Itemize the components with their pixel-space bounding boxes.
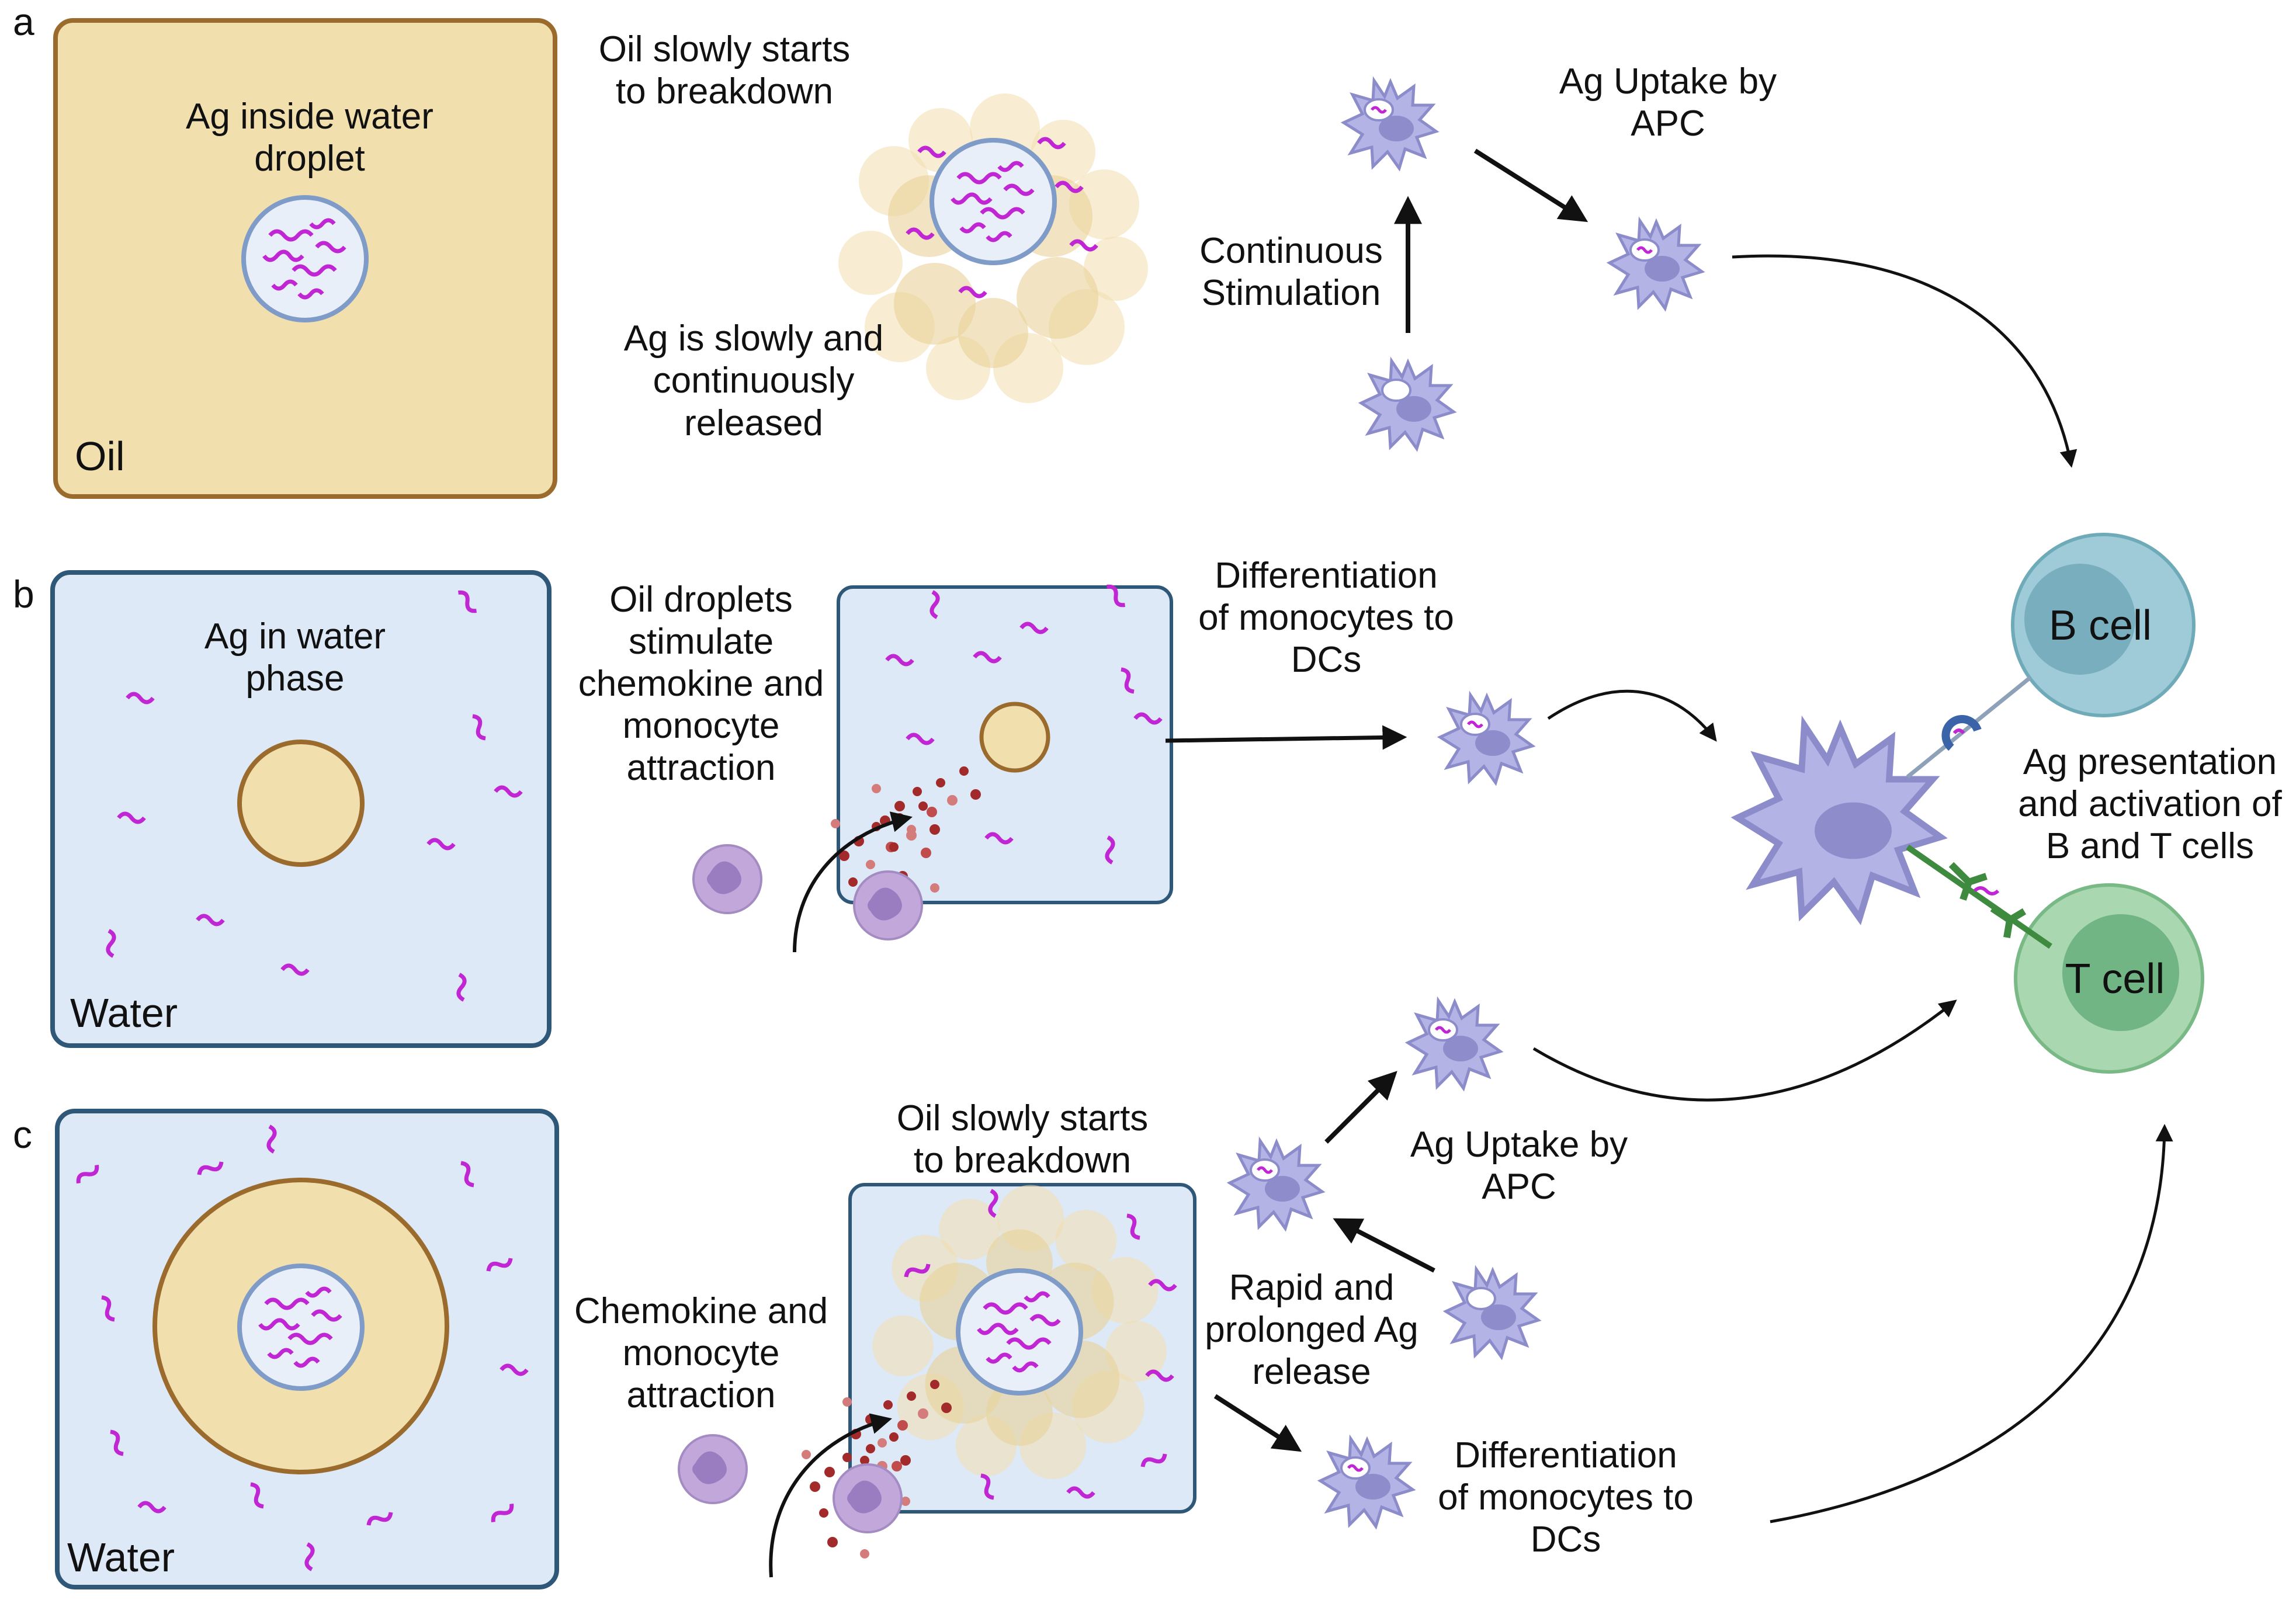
panel-b-attraction-label-5: attraction — [626, 748, 775, 788]
panel-c-diff-label-3: DCs — [1531, 1519, 1601, 1560]
panel-a-apc-bottom — [1361, 361, 1454, 449]
panel-b-diff-label-2: of monocytes to — [1198, 598, 1454, 638]
panel-b-attraction-label-1: Oil droplets — [609, 579, 793, 620]
bcr-stalk — [1906, 676, 2032, 779]
panel-b-diff-arrow — [1165, 725, 1407, 750]
panel-c-uptake-label-2: APC — [1482, 1167, 1556, 1207]
mhc-antigen — [1973, 886, 2000, 896]
panel-a-stim-label-1: Continuous — [1199, 231, 1383, 271]
panel-b-attraction-label-2: stimulate — [629, 622, 774, 662]
presentation-label-1: Ag presentation — [2023, 742, 2277, 782]
mhc-icon — [1948, 862, 1988, 901]
presentation-label-2: and activation of — [2018, 784, 2282, 824]
panel-b-water-label: Water — [70, 990, 178, 1036]
panel-a-uptake-label-2: APC — [1631, 103, 1705, 144]
panel-c-droplet-center — [958, 1271, 1081, 1393]
panel-c-apc-top — [1408, 1001, 1500, 1088]
panel-c-lower-curve-arrow — [1770, 1124, 2173, 1523]
panel-c-attraction-label-1: Chemokine and — [574, 1291, 828, 1331]
panel-b-diff-label-3: DCs — [1291, 640, 1362, 680]
panel-a-uptake-label-1: Ag Uptake by — [1559, 61, 1777, 102]
panel-a-release-label-2: continuously — [653, 360, 855, 401]
panel-a-release-label-1: Ag is slowly and — [624, 318, 884, 359]
panel-a-letter: a — [13, 0, 34, 43]
panel-c-diff-arrow — [1213, 1394, 1302, 1452]
panel-b-attraction-label-3: chemokine and — [578, 664, 824, 704]
panel-c-water-droplet — [240, 1266, 362, 1389]
panel-a-release-label-3: released — [684, 403, 823, 443]
bcr-antigen — [1952, 728, 1965, 735]
panel-c-diff-label-1: Differentiation — [1454, 1435, 1677, 1476]
panel-b-diff-label-1: Differentiation — [1215, 556, 1437, 596]
panel-a-droplet-label-2: droplet — [254, 138, 365, 179]
panel-b-monocyte — [692, 844, 762, 914]
presentation-label-3: B and T cells — [2046, 826, 2254, 866]
panel-a-oil-label: Oil — [75, 433, 125, 479]
panel-a-droplet-label-1: Ag inside water — [186, 96, 433, 137]
panel-b-curve-arrow — [1547, 689, 1717, 742]
panel-c-release-label-3: release — [1252, 1352, 1371, 1392]
panel-c-monocyte — [678, 1434, 748, 1504]
panel-b-apc — [1440, 695, 1532, 783]
t-cell-label: T cell — [2065, 956, 2165, 1002]
panel-b-oil-droplet — [237, 740, 365, 867]
tcr-mhc-link — [1906, 844, 2052, 949]
panel-a-uptake-arrow — [1473, 148, 1589, 223]
central-apc — [1737, 726, 1941, 918]
panel-a-stim-label-2: Stimulation — [1202, 273, 1381, 313]
panel-a-breakdown-label-2: to breakdown — [616, 71, 833, 112]
panel-c-attraction-arrow — [769, 1413, 892, 1578]
panel-b-small-oil-droplet — [979, 702, 1050, 773]
panel-c-release-arrow — [1333, 1218, 1435, 1273]
panel-c-release-label-1: Rapid and — [1229, 1268, 1395, 1308]
panel-c-release-label-2: prolonged Ag — [1205, 1310, 1418, 1350]
panel-c-apc-left — [1230, 1141, 1322, 1228]
panel-a-droplet-center — [932, 140, 1055, 263]
panel-c-breakdown-label-2: to breakdown — [914, 1140, 1131, 1181]
tcr-icon — [1990, 905, 2027, 938]
t-cell-nucleus — [2062, 914, 2179, 1031]
panel-a-apc-top — [1344, 81, 1436, 168]
panel-b-phase-label-2: phase — [246, 658, 345, 699]
panel-c-breakdown-label-1: Oil slowly starts — [897, 1098, 1149, 1139]
panel-b-letter: b — [13, 572, 34, 616]
panel-b-phase-label-1: Ag in water — [204, 616, 386, 657]
panel-c-uptake-label-1: Ag Uptake by — [1410, 1124, 1628, 1165]
panel-c-monocyte — [833, 1463, 903, 1533]
panel-b-attraction-arrow — [793, 811, 913, 953]
panel-a-apc-uptake — [1610, 221, 1702, 308]
panel-c-uptake-arrow — [1324, 1071, 1397, 1144]
panel-b-monocyte — [853, 870, 923, 940]
panel-c-attraction-label-3: attraction — [626, 1375, 775, 1415]
panel-c-letter: c — [13, 1113, 32, 1156]
panel-b-attraction-label-4: monocyte — [623, 706, 780, 746]
panel-a-breakdown-label-1: Oil slowly starts — [599, 29, 851, 70]
b-cell-label: B cell — [2049, 602, 2152, 649]
b-cell-nucleus — [2024, 564, 2135, 675]
b-cell-receptor-icon — [1941, 714, 1982, 751]
panel-c-diff-label-2: of monocytes to — [1438, 1477, 1694, 1518]
panel-c-upper-curve-arrow — [1532, 999, 1957, 1102]
panel-c-apc-bottom — [1320, 1439, 1413, 1526]
panel-c-apc-right — [1446, 1269, 1538, 1357]
panel-a-water-droplet — [244, 197, 366, 320]
panel-c-water-label: Water — [67, 1535, 175, 1580]
panel-a-curve-arrow — [1732, 254, 2078, 468]
panel-c-attraction-label-2: monocyte — [623, 1333, 780, 1373]
